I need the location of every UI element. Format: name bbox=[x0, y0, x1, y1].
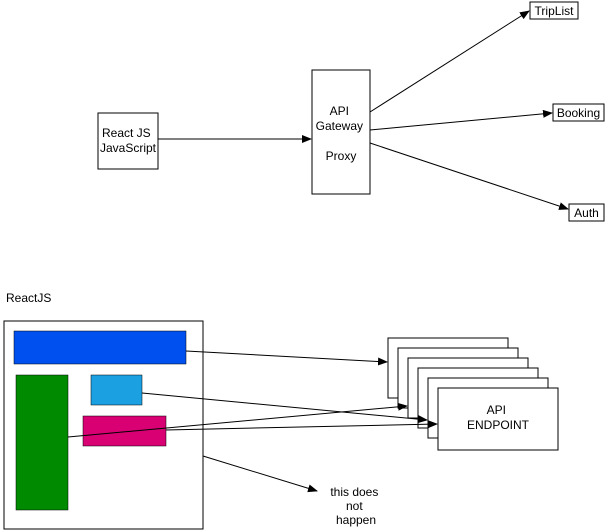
note-label: this does not happen bbox=[330, 485, 381, 527]
arrow-gateway-to-auth bbox=[369, 142, 569, 210]
green-column-component[interactable] bbox=[15, 374, 69, 511]
react-js-box[interactable] bbox=[97, 112, 159, 170]
arrow-magenta-to-endpoint bbox=[165, 420, 438, 431]
api-gateway-line-4: Proxy bbox=[326, 149, 357, 163]
triplist-box[interactable] bbox=[529, 1, 579, 20]
triplist-label: TripList bbox=[535, 4, 575, 18]
booking-box[interactable] bbox=[552, 103, 605, 122]
arrow-container-to-note bbox=[202, 455, 318, 493]
api-gateway-line-1: API bbox=[330, 104, 349, 118]
api-endpoint-line-2: ENDPOINT bbox=[467, 418, 530, 432]
api-endpoint-line-1: API bbox=[487, 403, 506, 417]
note-line-1: this does bbox=[330, 485, 378, 499]
api-gateway-line-2: Gateway bbox=[316, 119, 363, 133]
auth-label: Auth bbox=[574, 206, 599, 220]
light-blue-box-component[interactable] bbox=[90, 374, 143, 406]
react-js-box-label: React JS JavaScript bbox=[100, 126, 157, 155]
note-line-3: happen bbox=[336, 513, 376, 527]
arrow-lightblue-to-endpoint bbox=[141, 392, 428, 424]
react-js-line-1: React JS bbox=[102, 126, 151, 140]
arrow-blue-to-endpoint bbox=[185, 350, 388, 366]
booking-label: Booking bbox=[557, 106, 600, 120]
top-diagram: React JS JavaScript API Gateway Proxy Tr… bbox=[97, 1, 605, 222]
arrow-green-to-endpoint bbox=[67, 402, 408, 438]
arrow-gateway-to-triplist bbox=[369, 10, 530, 113]
auth-box[interactable] bbox=[568, 203, 605, 222]
blue-bar-component[interactable] bbox=[13, 330, 187, 365]
api-gateway-box[interactable] bbox=[311, 69, 371, 195]
note-line-2: not bbox=[346, 499, 363, 513]
arrow-gateway-to-booking bbox=[369, 109, 553, 131]
api-endpoint-label: API ENDPOINT bbox=[467, 403, 530, 432]
reactjs-container-label: ReactJS bbox=[6, 291, 51, 305]
bottom-diagram: ReactJS API ENDPOINT this does not happe… bbox=[3, 291, 559, 530]
react-js-line-2: JavaScript bbox=[100, 141, 157, 155]
magenta-box-component[interactable] bbox=[82, 415, 167, 447]
api-endpoint-box[interactable] bbox=[437, 387, 559, 451]
api-gateway-label: API Gateway Proxy bbox=[316, 104, 367, 163]
